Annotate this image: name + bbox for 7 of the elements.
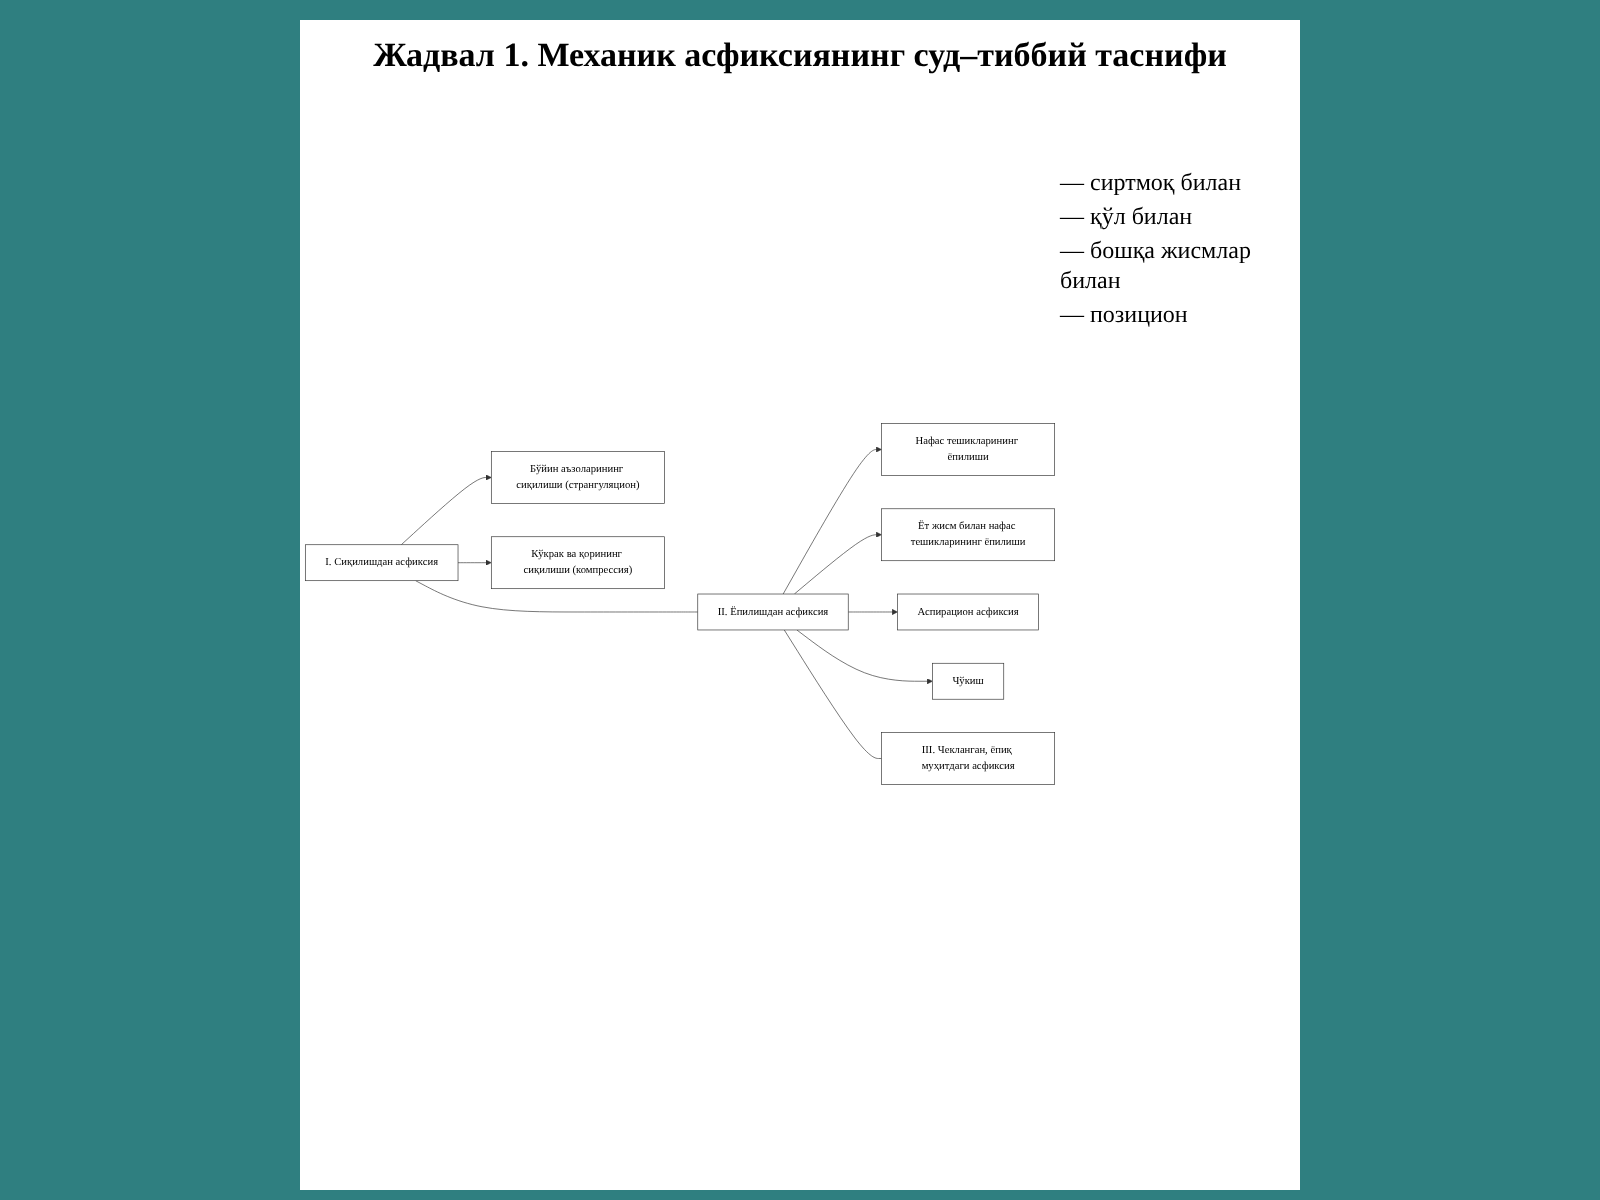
note-text: — сиртмоқ билан (1060, 168, 1244, 198)
title: Жадвал 1. Механик асфиксиянинг суд–тиббий таснифи (371, 36, 1229, 76)
note-text: — қўл билан (1060, 202, 1195, 232)
connector (415, 580, 699, 613)
note-text: — позицион (1060, 300, 1190, 330)
note-text: — бошқа жисмлар билан (1060, 236, 1253, 296)
connector (783, 629, 882, 759)
